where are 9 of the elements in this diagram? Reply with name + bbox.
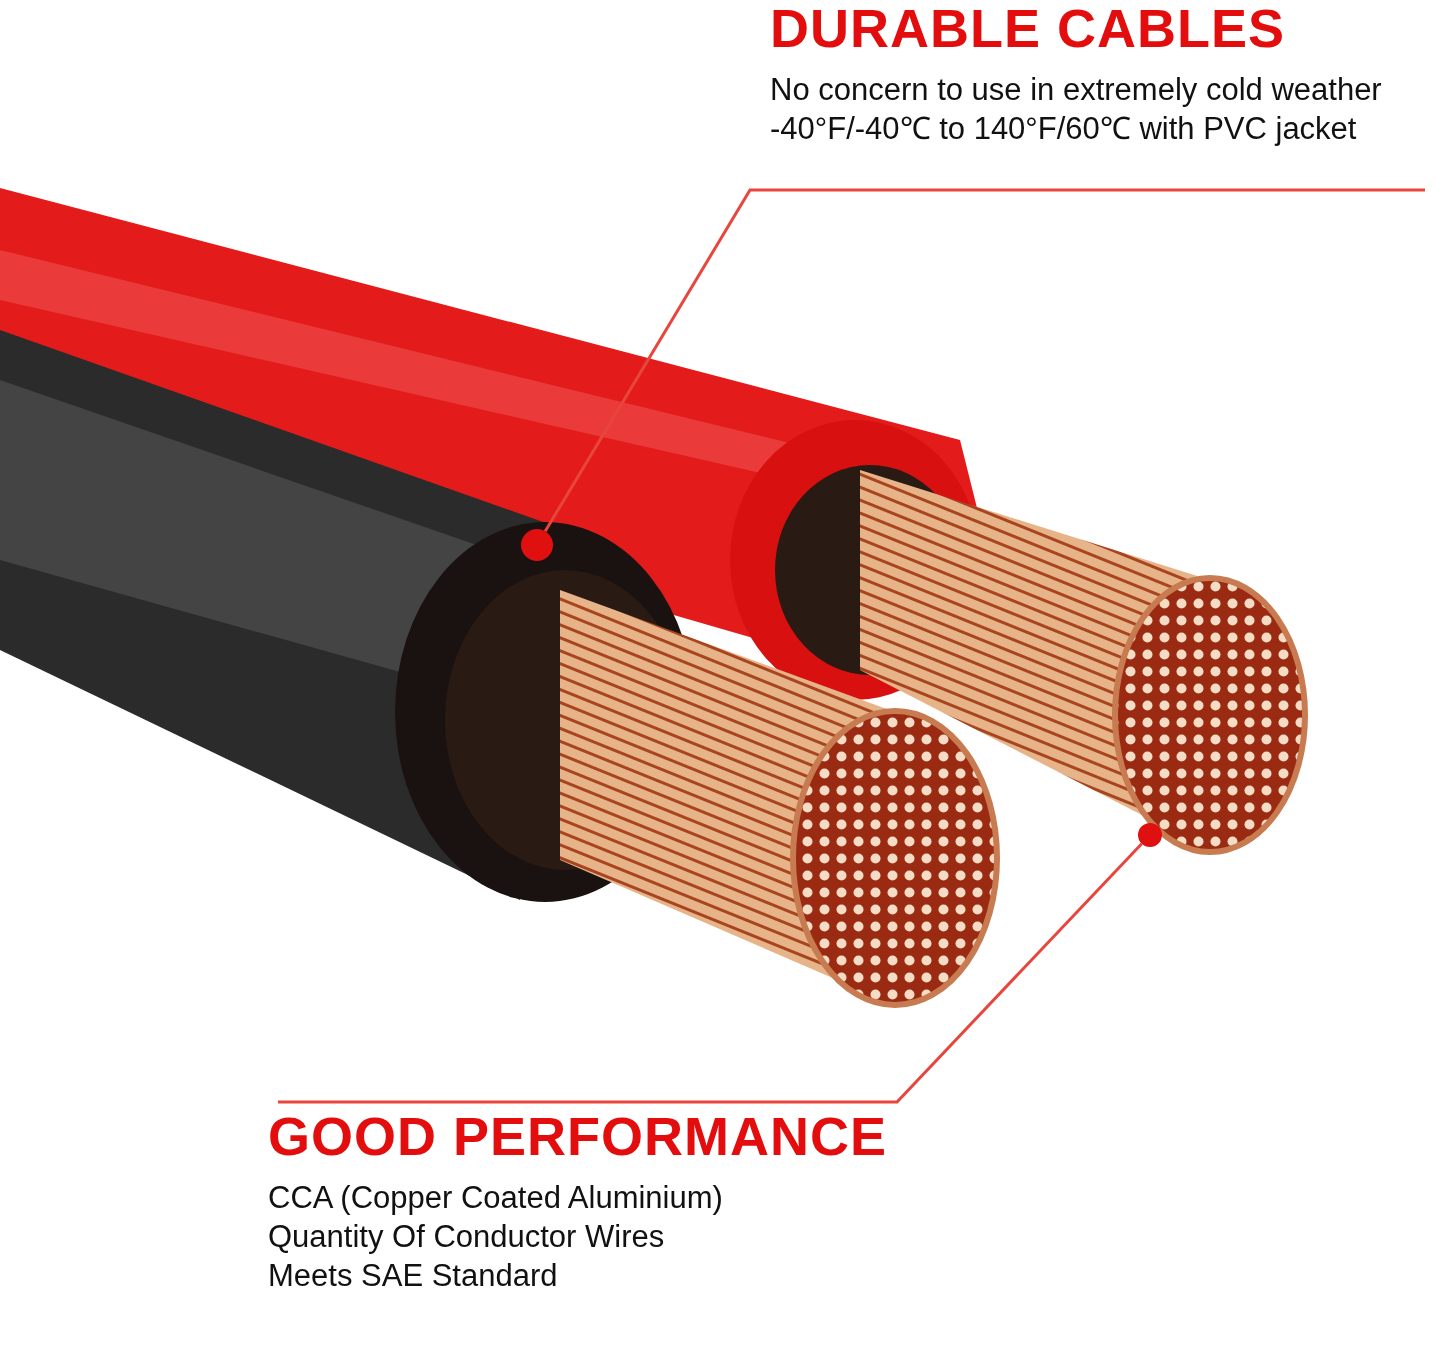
leader-dot — [1138, 823, 1162, 847]
callout-description: CCA (Copper Coated Aluminium) — [268, 1179, 723, 1217]
leader-line — [278, 842, 1143, 1104]
callout-description: No concern to use in extremely cold weather -40°F/-40℃ to 140°F/60℃ with PVC jacket — [770, 71, 1383, 148]
callout-heading: GOOD PERFORMANCE — [268, 1108, 888, 1164]
callout-heading: DURABLE CABLES — [770, 0, 1285, 56]
callout-description: Quantity Of Conductor Wires — [268, 1218, 665, 1256]
leader-line — [543, 188, 1425, 533]
callout-description: Meets SAE Standard — [268, 1257, 558, 1295]
